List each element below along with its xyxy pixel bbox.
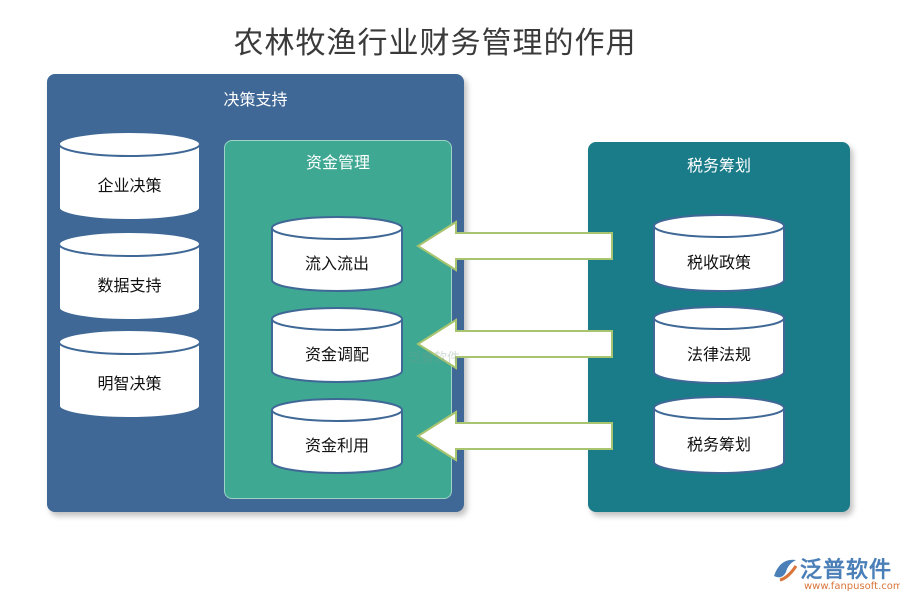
fund-management-panel: 资金管理 流入流出 资金调配 资金利用 <box>224 140 452 499</box>
cylinder-label: 法律法规 <box>686 345 751 364</box>
logo-url: www.fanpusoft.com <box>804 581 900 592</box>
cylinder-label: 资金利用 <box>304 436 369 455</box>
fanpu-logo: 泛普软件 www.fanpusoft.com <box>770 552 900 596</box>
cylinder-wise-decision: 明智决策 <box>57 328 202 420</box>
cylinder-label: 税务筹划 <box>686 435 751 454</box>
cylinder-tax-planning: 税务筹划 <box>652 395 786 475</box>
cylinder-label: 税收政策 <box>686 253 751 272</box>
cylinder-label: 明智决策 <box>97 374 162 393</box>
watermark: 泛普软件 <box>408 351 461 366</box>
logo-name: 泛普软件 <box>800 558 893 583</box>
logo-mark-icon <box>774 559 798 582</box>
cylinder-data-support: 数据支持 <box>57 230 202 322</box>
cylinder-fund-allocation: 资金调配 <box>270 306 404 384</box>
arrow-left-1 <box>416 220 613 272</box>
cylinder-label: 资金调配 <box>304 345 369 364</box>
cylinder-fund-utilization: 资金利用 <box>270 397 404 475</box>
cylinder-inflow-outflow: 流入流出 <box>270 215 404 293</box>
cylinder-enterprise-decision: 企业决策 <box>57 130 202 222</box>
arrow-left-2 <box>416 318 613 370</box>
fund-management-title: 资金管理 <box>305 153 370 172</box>
cylinder-label: 数据支持 <box>97 276 162 295</box>
diagram-title: 农林牧渔行业财务管理的作用 <box>233 26 637 61</box>
cylinder-label: 企业决策 <box>97 176 162 195</box>
arrow-left-3 <box>416 410 613 462</box>
cylinder-tax-policy: 税收政策 <box>652 213 786 293</box>
cylinder-laws-regulations: 法律法规 <box>652 305 786 385</box>
tax-planning-title: 税务筹划 <box>686 156 751 175</box>
decision-support-title: 决策支持 <box>223 90 288 109</box>
tax-planning-panel: 税务筹划 税收政策 法律法规 税务筹划 <box>588 142 850 512</box>
cylinder-label: 流入流出 <box>304 254 369 273</box>
